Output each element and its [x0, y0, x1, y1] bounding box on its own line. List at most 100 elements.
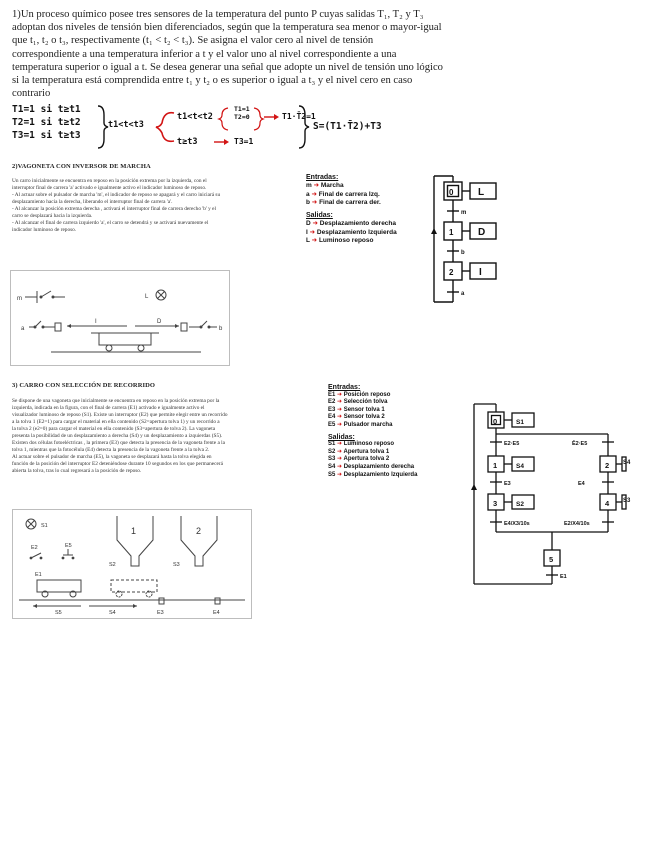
problem1-line: correspondiente a una temperatura inferi…: [12, 48, 397, 60]
salidas-title: Salidas:: [328, 433, 355, 441]
problem2-figure: m L a b I D: [10, 270, 230, 366]
p3-action-1: S4: [516, 463, 524, 470]
entrada-value: Final de carrera Izq.: [318, 190, 380, 198]
problem3-line: abierta la tolva, tras lo cual regresará…: [12, 468, 142, 474]
p3-transition-2: E4: [578, 481, 586, 487]
entrada-value: Sensor tolva 2: [343, 414, 385, 421]
problem3-figure: S1 E2 E5 E1 1 S2 2 S3 S5 S4 E3 E4: [12, 509, 252, 619]
hw-case2: t≥t3: [177, 137, 198, 147]
entrada-item: a ➜ Final de carrera Izq.: [306, 190, 380, 198]
salida-item: S5 ➜ Desplazamiento Izquierda: [328, 471, 418, 478]
p3-transition-5: E1: [560, 574, 567, 580]
hw-bracket-line: T1=1: [234, 105, 250, 113]
p3-transition-right: Ē2·E5: [572, 440, 587, 447]
entrada-key: E3: [328, 406, 336, 413]
salida-key: D: [306, 220, 311, 228]
tolva-2-label: 2: [196, 526, 201, 536]
p3-action-3: S2: [516, 501, 524, 508]
step-2: 2: [449, 268, 454, 277]
salida-item: S3 ➜ Apertura tolva 2: [328, 456, 390, 463]
problem2-line: - Al actuar sobre el pulsador de marcha …: [12, 192, 221, 198]
problem1-line: si la temperatura está comprendida entre…: [12, 75, 413, 87]
problem3-line: Existen dos células fotoeléctricas , la …: [12, 440, 225, 446]
hw-case1-bracket: T1=1 T2=0: [234, 105, 250, 121]
problem2-io-list: Entradas: m ➜ Marcha a ➜ Final de carrer…: [306, 174, 426, 245]
p3-action-2: S4: [623, 460, 631, 466]
problem2-line: interruptor final de carrera 'a' activad…: [12, 185, 207, 191]
entrada-key: m: [306, 182, 312, 190]
p3-action-0: S1: [516, 419, 524, 426]
hw-final-equation: S=(T1·T̄2)+T3: [313, 121, 382, 132]
transition-0: m: [461, 210, 466, 216]
label-L: L: [145, 294, 149, 300]
p3-step-2: 2: [605, 461, 609, 470]
label-S4: S4: [109, 610, 116, 616]
salida-key: I: [306, 228, 308, 236]
hw-condition: T1=1 si t≥t1: [12, 104, 81, 115]
hopper-diagram: S1 E2 E5 E1 1 S2 2 S3 S5 S4 E3 E4: [19, 516, 245, 616]
entradas-title: Entradas:: [306, 174, 339, 181]
p3-action-4: S3: [623, 498, 631, 504]
entrada-item: E3 ➜ Sensor tolva 1: [328, 406, 385, 413]
entrada-value: Final de carrera der.: [319, 198, 381, 206]
problem3-line: izquierda, indicada en la figura, con el…: [12, 405, 205, 411]
p3-step-0: 0: [493, 417, 497, 426]
problem2-line: Un carro inicialmente se encuentra en re…: [12, 178, 207, 184]
step-1: 1: [449, 228, 454, 237]
problem3-line: a la tolva 1 (E2=1) para cargar el mater…: [12, 419, 220, 425]
hw-condition: T3=1 si t≥t3: [12, 130, 81, 141]
p3-transition-1: E3: [504, 481, 511, 487]
salida-value: Apertura tolva 2: [343, 456, 390, 463]
label-S5: S5: [55, 610, 62, 616]
salida-item: L ➜ Luminoso reposo: [306, 237, 374, 245]
entrada-item: E5 ➜ Pulsador marcha: [328, 421, 393, 428]
action-1: D: [478, 227, 485, 238]
p3-action-4-box: S3: [623, 497, 630, 505]
problem3-title: 3) CARRO CON SELECCIÓN DE RECORRIDO: [12, 382, 156, 389]
label-E2: E2: [31, 545, 38, 551]
salida-key: S1: [328, 441, 336, 448]
salida-item: S2 ➜ Apertura tolva 1: [328, 448, 390, 455]
entrada-key: E5: [328, 421, 336, 428]
entrada-value: Marcha: [320, 182, 344, 190]
entrada-value: Posición reposo: [343, 391, 391, 398]
problem1-line: contrario: [12, 88, 51, 100]
problem3-statement: Se dispone de una vagoneta que inicialme…: [12, 398, 314, 475]
hw-braces: [97, 105, 310, 149]
label-b: b: [219, 326, 223, 332]
label-S2: S2: [109, 562, 116, 568]
label-E1: E1: [35, 572, 42, 578]
p3-transition-3: E4/X3/10s: [504, 521, 530, 527]
p3-action-2-box: S4: [623, 459, 630, 467]
salida-key: L: [306, 237, 310, 245]
problem1-line: adoptan dos niveles de tensión bien dife…: [12, 22, 442, 34]
problem2-title: 2)VAGONETA CON INVERSOR DE MARCHA: [12, 163, 151, 170]
problem1-line: temperatura superior o igual a t. Se des…: [12, 61, 443, 73]
transition-2: a: [461, 291, 465, 297]
entrada-item: E1 ➜ Posición reposo: [328, 391, 391, 398]
action-2: I: [479, 267, 482, 278]
salida-key: S2: [328, 448, 336, 455]
hw-case1-result: T1·T̄2=1: [282, 112, 316, 121]
salida-value: Desplazamiento derecha: [319, 220, 397, 228]
entrada-item: m ➜ Marcha: [306, 182, 344, 190]
salida-value: Luminoso reposo: [318, 237, 374, 245]
salida-value: Desplazamiento Izquierda: [343, 471, 418, 478]
entrada-item: b ➜ Final de carrera der.: [306, 198, 381, 206]
salida-value: Apertura tolva 1: [343, 448, 390, 455]
entrada-value: Selección tolva: [343, 399, 388, 406]
problem1-line: 1)Un proceso químico posee tres sensores…: [12, 9, 424, 20]
p3-step-4: 4: [605, 499, 610, 508]
salida-key: S5: [328, 471, 336, 478]
problem1-line: que t₁, t₂ o t₃, respectivamente (t₁ < t…: [12, 35, 374, 47]
salida-value: Luminoso reposo: [343, 441, 395, 448]
salida-value: Desplazamiento derecha: [343, 463, 415, 470]
label-m: m: [17, 296, 22, 302]
label-E4: E4: [213, 610, 220, 616]
p3-step-5: 5: [549, 555, 553, 564]
problem2-line: - Al alcanzar la posición extrema derech…: [12, 206, 216, 212]
problem3-line: Al actuar sobre el pulsador de marcha (E…: [12, 454, 212, 460]
problem3-line: Se dispone de una vagoneta que inicialme…: [12, 398, 220, 404]
salida-item: I ➜ Desplazamiento Izquierda: [306, 228, 397, 236]
label-S3: S3: [173, 562, 180, 568]
